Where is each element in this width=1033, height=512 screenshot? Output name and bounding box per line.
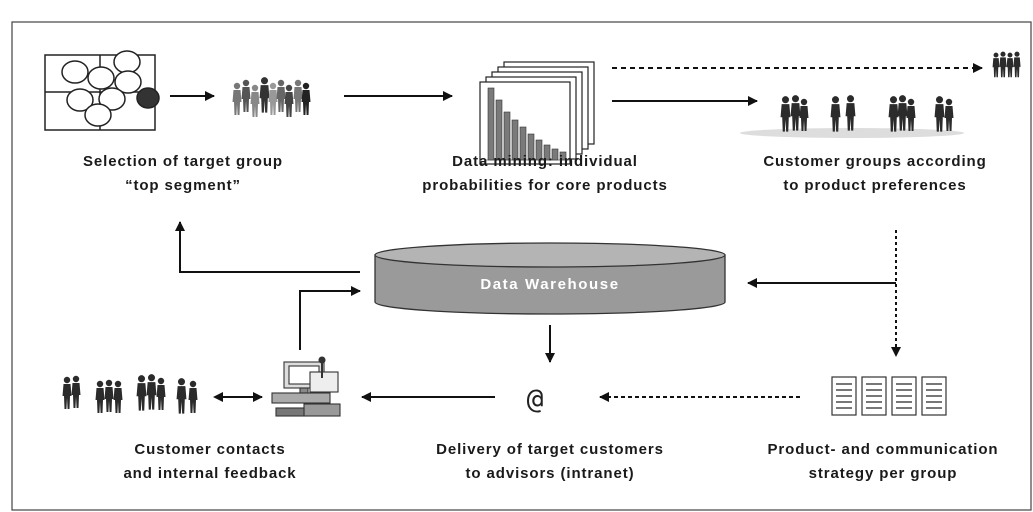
flow-arrows [170, 63, 983, 402]
label-data-mining: Data mining: individual probabilities fo… [385, 150, 705, 198]
crowd-icon [232, 77, 311, 117]
label-line: to advisors (intranet) [465, 465, 635, 482]
diagram-border [11, 21, 1032, 511]
arrow-feedback-to-warehouse [299, 286, 361, 350]
label-target-group: Selection of target group “top segment” [48, 150, 318, 198]
small-group-icon [992, 51, 1021, 78]
label-line: Data mining: individual [452, 153, 638, 170]
label-line: Customer contacts [134, 441, 286, 458]
bar-chart-icon [485, 87, 570, 161]
at-icon: @ [526, 382, 544, 415]
label-delivery: Delivery of target customers to advisors… [400, 438, 700, 486]
document-icons [831, 376, 947, 416]
label-line: strategy per group [808, 465, 958, 482]
label-line: Product- and communication [767, 441, 999, 458]
workstation-icon [271, 356, 341, 417]
label-customer-groups: Customer groups according to product pre… [725, 150, 1025, 198]
label-line: and internal feedback [123, 465, 297, 482]
arrow-warehouse-to-selection [175, 221, 360, 273]
segment-map-icon [44, 50, 160, 131]
label-strategy: Product- and communication strategy per … [738, 438, 1028, 486]
label-data-warehouse: Data Warehouse [400, 273, 700, 297]
label-line: Customer groups according [763, 153, 987, 170]
label-line: Selection of target group [82, 153, 283, 170]
data-warehouse-cylinder [374, 242, 726, 315]
label-line: probabilities for core products [422, 177, 668, 194]
contacts-people-icon [62, 374, 198, 414]
label-line: to product preferences [783, 177, 967, 194]
label-line: Delivery of target customers [436, 441, 664, 458]
label-contacts: Customer contacts and internal feedback [80, 438, 340, 486]
customer-groups-icon [740, 95, 964, 138]
label-line: Data Warehouse [480, 276, 620, 293]
label-line: “top segment” [125, 177, 241, 194]
